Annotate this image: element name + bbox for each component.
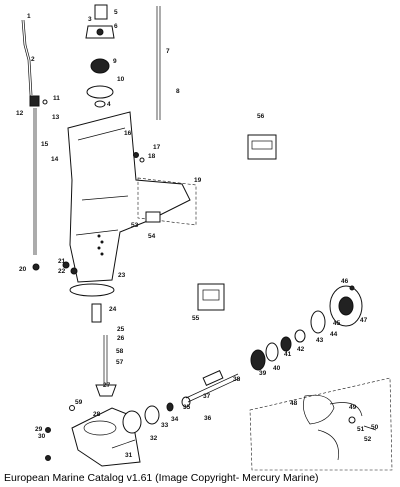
callout-27: 27 [103, 382, 111, 389]
callout-31: 31 [125, 452, 133, 459]
callout-3: 3 [88, 16, 92, 23]
callout-16: 16 [124, 130, 132, 137]
drive-shaft [156, 6, 161, 120]
driveshaft-housing [67, 111, 191, 283]
water-pump-stack [85, 4, 115, 108]
callout-49: 49 [349, 404, 357, 411]
callout-25: 25 [117, 326, 125, 333]
callout-17: 17 [153, 144, 161, 151]
fasteners-20-22 [32, 261, 78, 275]
callout-2: 2 [31, 56, 35, 63]
callout-35: 35 [183, 404, 191, 411]
propeller-detail [249, 377, 393, 471]
callout-23: 23 [118, 272, 126, 279]
callout-26: 26 [117, 335, 125, 342]
callout-59: 59 [75, 399, 83, 406]
callout-36: 36 [204, 415, 212, 422]
callout-34: 34 [171, 416, 179, 423]
fasteners-17-18 [133, 152, 145, 163]
callout-18: 18 [148, 153, 156, 160]
callout-21: 21 [58, 258, 66, 265]
callout-56: 56 [257, 113, 265, 120]
callout-20: 20 [19, 266, 27, 273]
callout-40: 40 [273, 365, 281, 372]
callout-45: 45 [333, 320, 341, 327]
callout-14: 14 [51, 156, 59, 163]
callout-41: 41 [284, 351, 292, 358]
catalog-caption: European Marine Catalog v1.61 (Image Cop… [4, 472, 319, 484]
callout-43: 43 [316, 337, 324, 344]
callout-52: 52 [364, 436, 372, 443]
lower-shift-rod [33, 108, 37, 255]
callout-37: 37 [203, 393, 211, 400]
callout-44: 44 [330, 331, 338, 338]
callout-11: 11 [53, 95, 60, 102]
callout-6: 6 [114, 23, 118, 30]
decal-pack-55 [197, 283, 225, 311]
callout-54: 54 [148, 233, 156, 240]
callout-12: 12 [16, 110, 24, 117]
shift-coupler [29, 95, 48, 107]
callout-38: 38 [233, 376, 241, 383]
callout-13: 13 [52, 114, 60, 121]
callout-48: 48 [290, 400, 298, 407]
propeller-shaft [185, 370, 241, 403]
callout-8: 8 [176, 88, 180, 95]
callout-58: 58 [116, 348, 124, 355]
callout-46: 46 [341, 278, 349, 285]
callout-15: 15 [41, 141, 49, 148]
callout-19: 19 [194, 177, 202, 184]
callout-28: 28 [93, 411, 101, 418]
callout-10: 10 [117, 76, 125, 83]
callout-39: 39 [259, 370, 267, 377]
callout-22: 22 [58, 268, 66, 275]
gasket [69, 283, 115, 297]
callout-9: 9 [113, 58, 117, 65]
callout-30: 30 [38, 433, 46, 440]
gear-clutch [250, 329, 306, 371]
callout-51: 51 [357, 426, 365, 433]
bearing-set [122, 396, 191, 434]
callout-4: 4 [107, 101, 111, 108]
callout-7: 7 [166, 48, 170, 55]
callout-5: 5 [114, 9, 118, 16]
fasteners-lower [45, 405, 75, 461]
callout-24: 24 [109, 306, 117, 313]
callout-32: 32 [150, 435, 158, 442]
decal-pack-56 [247, 134, 277, 160]
bushing [91, 303, 102, 323]
callout-1: 1 [27, 13, 31, 20]
callout-47: 47 [360, 317, 368, 324]
callout-53: 53 [131, 222, 139, 229]
callout-55: 55 [192, 315, 200, 322]
bearing-carrier [310, 285, 363, 334]
pinion-shaft [95, 335, 117, 397]
anode-detail [137, 177, 197, 226]
callout-33: 33 [161, 422, 169, 429]
housing-vent-holes [97, 234, 104, 256]
callout-42: 42 [297, 346, 305, 353]
callout-50: 50 [371, 424, 379, 431]
callout-29: 29 [35, 426, 43, 433]
callout-57: 57 [116, 359, 124, 366]
callout-labels: 1234567891011121314151617181920212223242… [16, 9, 379, 459]
